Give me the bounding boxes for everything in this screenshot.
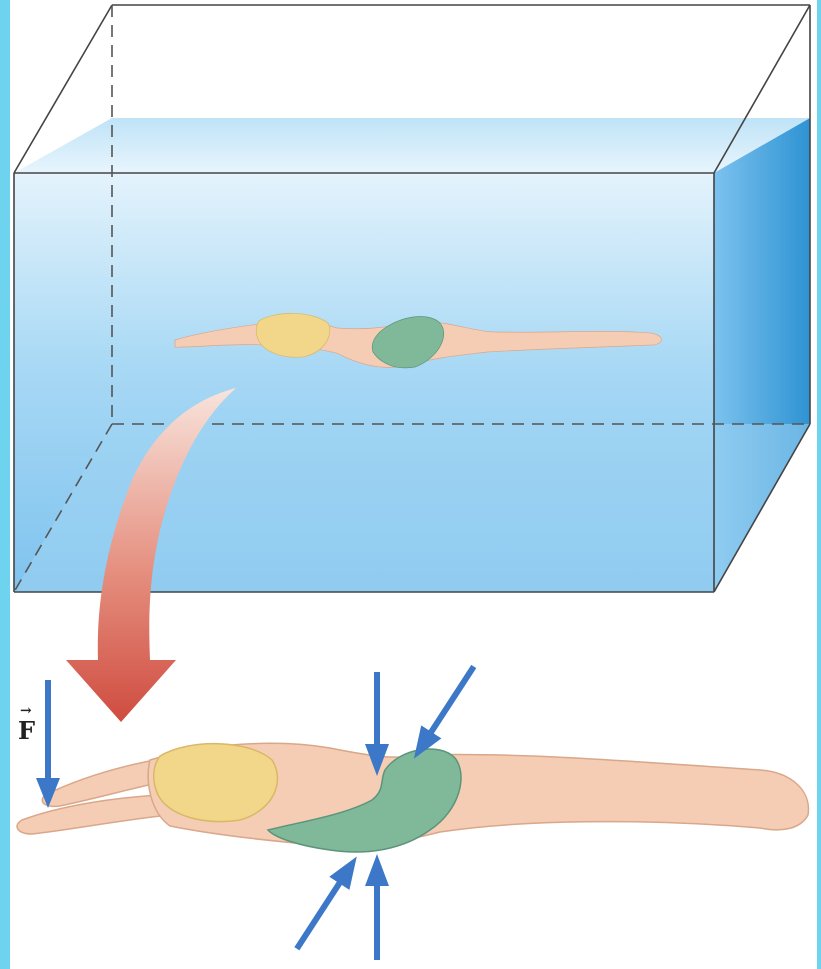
pressure-arrow-shaft (294, 880, 343, 950)
pressure-arrow-top-diagonal (404, 660, 484, 765)
pressure-arrow-shaft (428, 665, 477, 735)
water-top-surface (14, 118, 810, 173)
force-arrow-f (36, 680, 60, 808)
swimmer-large-hair (154, 744, 278, 822)
pressure-arrow-shaft (374, 672, 380, 746)
pressure-arrow-bottom-diagonal (287, 850, 367, 955)
pressure-arrow-shaft (374, 884, 380, 960)
swimmer-large (17, 743, 808, 852)
force-arrow-shaft (45, 680, 51, 780)
swimmer-large-arm (17, 795, 170, 834)
pressure-arrow-bottom (365, 854, 389, 960)
pressure-arrow-head (365, 854, 389, 886)
pressure-arrow-head (329, 850, 367, 890)
force-label: F (18, 716, 35, 745)
